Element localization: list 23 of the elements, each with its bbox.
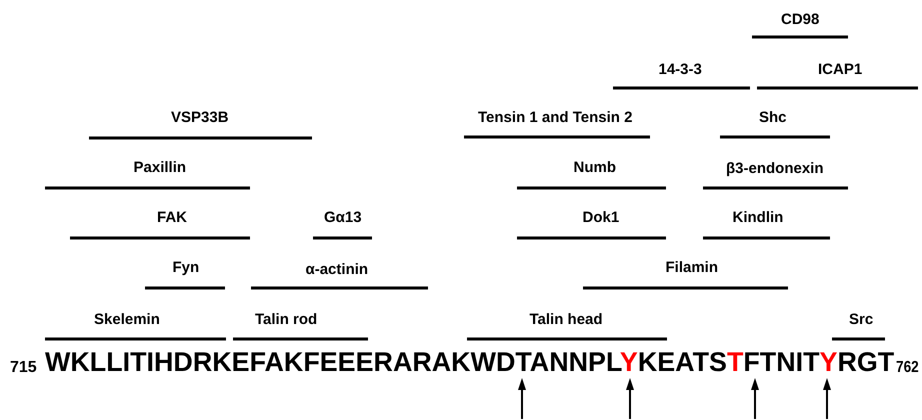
protein-label: FAK: [157, 209, 187, 227]
protein-label: 14-3-3: [658, 61, 702, 79]
protein-label: Numb: [574, 159, 616, 177]
protein-label: VSP33B: [171, 109, 229, 127]
protein-label: Tensin 1 and Tensin 2: [478, 109, 632, 127]
protein-label: ICAP1: [818, 61, 862, 79]
protein-label: Gα13: [324, 209, 362, 227]
protein-label: Dok1: [582, 209, 620, 227]
protein-label: Fyn: [172, 259, 200, 277]
protein-label: α-actinin: [306, 261, 368, 279]
protein-label: Src: [849, 311, 874, 329]
protein-label: β3-endonexin: [726, 160, 824, 178]
protein-label: Shc: [759, 109, 787, 127]
protein-label: Paxillin: [134, 159, 186, 177]
protein-label: Kindlin: [732, 209, 784, 227]
protein-label: Skelemin: [94, 311, 160, 329]
protein-label: Talin rod: [255, 311, 318, 329]
protein-label: Talin head: [530, 311, 603, 329]
protein-label: Filamin: [666, 259, 718, 277]
residue-number: 715: [10, 359, 37, 377]
protein-label: CD98: [781, 11, 820, 29]
residue-number: 762: [896, 359, 919, 377]
amino-acid-sequence: WKLLITIHDRKEFAKFEEERARAKWDTANNPLYKEATSTFTNITYRGT: [45, 347, 894, 377]
